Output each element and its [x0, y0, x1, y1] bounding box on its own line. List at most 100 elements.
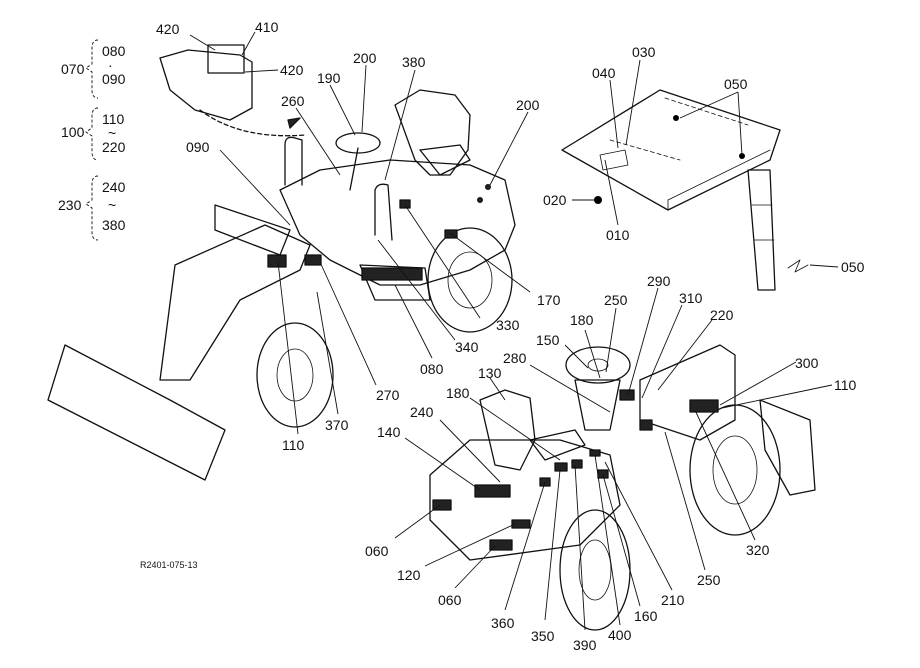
leader-380a — [384, 69, 416, 181]
callout-010: 010 — [606, 227, 630, 243]
tractor-decal-front — [511, 519, 531, 529]
leader-210 — [604, 461, 673, 591]
inset-panel — [159, 49, 253, 121]
dash-decal-2 — [571, 459, 583, 469]
tractor-front-hub — [578, 539, 612, 601]
front-tractor-drawing — [429, 344, 816, 631]
tractor-grille-decal — [474, 484, 511, 498]
tractor-headlight-right — [489, 539, 513, 551]
grille — [361, 267, 423, 281]
leader-330 — [404, 204, 481, 319]
tractor-headlight-left — [432, 499, 452, 511]
leader-250b — [664, 431, 706, 571]
leader-060a — [394, 504, 441, 539]
callout-030: 030 — [632, 44, 656, 60]
leader-050b — [809, 264, 839, 268]
leader-240 — [439, 419, 501, 483]
leader-280 — [529, 364, 611, 413]
callout-420a: 420 — [156, 21, 180, 37]
tractor-rear-wheel — [689, 404, 781, 536]
callout-280: 280 — [503, 350, 527, 366]
group-bracket-100 — [85, 107, 99, 161]
inset-arrow — [199, 109, 306, 137]
callout-350: 350 — [531, 628, 555, 644]
callout-050a: 050 — [724, 76, 748, 92]
callout-260: 260 — [281, 93, 305, 109]
leader-lines — [189, 31, 839, 631]
leader-110b — [721, 384, 833, 409]
leader-370 — [316, 291, 339, 415]
decal-dot-2 — [477, 197, 483, 203]
backhoe-decal — [689, 399, 719, 413]
decal-dot-1 — [485, 184, 491, 190]
canopy-bracket — [599, 149, 629, 171]
decal-side — [399, 199, 411, 209]
loader-boom — [159, 224, 311, 381]
group-item-080: 080 — [102, 43, 126, 59]
tractor-hood — [429, 439, 621, 561]
rear-wheel — [427, 227, 513, 333]
leader-090 — [219, 149, 291, 226]
bucket-edge — [47, 399, 206, 481]
leader-420a — [189, 34, 216, 51]
callouts: 420 410 420 200 380 190 260 200 090 030 … — [156, 19, 865, 653]
leader-270 — [319, 261, 377, 386]
callout-020: 020 — [543, 192, 567, 208]
tractor-steering-hub — [587, 358, 609, 372]
tractor-seat-cushion — [529, 429, 586, 461]
canopy-bolt-020 — [594, 196, 602, 204]
inset-arrowhead — [287, 117, 301, 129]
leader-110a — [277, 261, 299, 435]
group-item-220: 220 — [102, 139, 126, 155]
loader-bucket — [47, 344, 226, 481]
callout-220: 220 — [710, 307, 734, 323]
leader-180a — [584, 329, 601, 379]
tractor-seat — [479, 389, 536, 471]
callout-130: 130 — [478, 365, 502, 381]
leader-190 — [329, 84, 356, 136]
rear-loader-drawing — [47, 44, 516, 481]
callout-270: 270 — [376, 387, 400, 403]
tractor-front-wheel — [559, 509, 631, 631]
leader-290 — [627, 287, 659, 396]
callout-090: 090 — [186, 139, 210, 155]
callout-120: 120 — [397, 567, 421, 583]
backhoe-boom — [639, 344, 736, 441]
canopy-drawing — [561, 89, 809, 291]
callout-290: 290 — [647, 273, 671, 289]
seat-cushion — [419, 144, 471, 176]
callout-210: 210 — [661, 592, 685, 608]
backhoe-bucket — [759, 399, 816, 496]
canopy-bolt-2 — [739, 153, 745, 159]
callout-200b: 200 — [516, 97, 540, 113]
callout-410: 410 — [255, 19, 279, 35]
canopy-post-detail — [751, 204, 775, 241]
leader-250a — [605, 307, 617, 373]
steering-wheel — [335, 132, 381, 154]
leader-180b — [469, 397, 561, 461]
leader-080 — [394, 284, 433, 359]
callout-110b: 110 — [834, 377, 857, 393]
callout-320: 320 — [746, 542, 770, 558]
leader-360 — [504, 481, 546, 611]
group-sep-230: ~ — [108, 197, 116, 213]
leader-030 — [625, 59, 641, 146]
leader-200a — [361, 64, 367, 133]
group-sep-070: · — [108, 57, 113, 73]
leader-050a — [679, 91, 743, 156]
group-label-230: 230 — [58, 197, 82, 213]
lever-decal — [619, 389, 635, 401]
callout-170: 170 — [537, 292, 561, 308]
leader-300 — [719, 361, 797, 406]
leader-320 — [694, 409, 756, 541]
callout-310: 310 — [679, 290, 703, 306]
callout-050b: 050 — [841, 259, 865, 275]
callout-190: 190 — [317, 70, 341, 86]
leader-200b — [489, 111, 529, 186]
leader-420b — [244, 69, 279, 73]
fender-decal — [639, 419, 653, 431]
rear-wheel-hub — [447, 251, 493, 309]
drawing-code: R2401-075-13 — [140, 560, 198, 570]
callout-400: 400 — [608, 627, 632, 643]
